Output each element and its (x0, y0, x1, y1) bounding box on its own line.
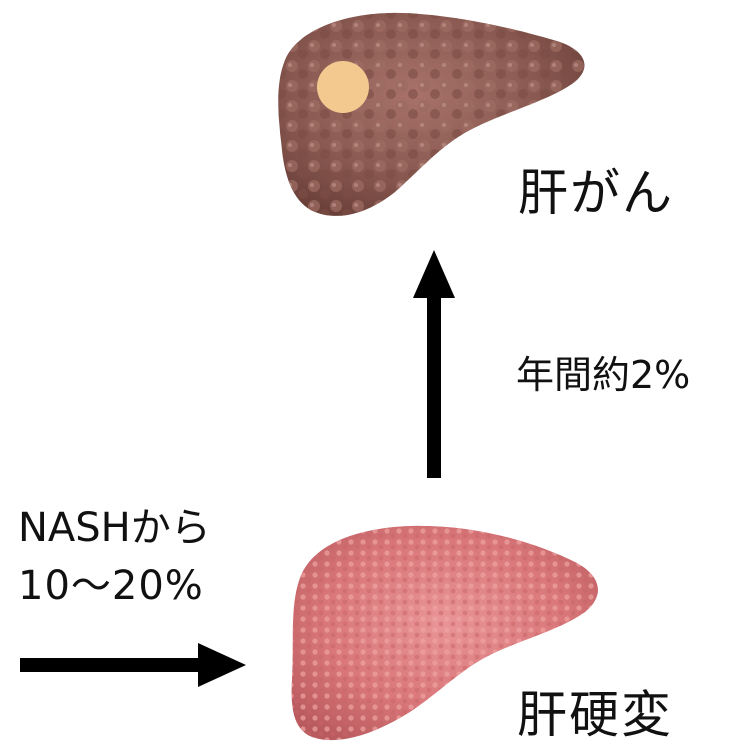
from-nash-label: NASHから (18, 508, 211, 548)
cirrhosis-label: 肝硬変 (517, 690, 673, 740)
right-arrow (20, 643, 246, 687)
tumor-spot (317, 61, 369, 113)
nash-rate-label: 10〜20% (18, 566, 204, 606)
annual-rate-label: 年間約2% (516, 356, 690, 394)
up-arrow (413, 250, 455, 478)
liver-cancer-label: 肝がん (518, 168, 674, 218)
